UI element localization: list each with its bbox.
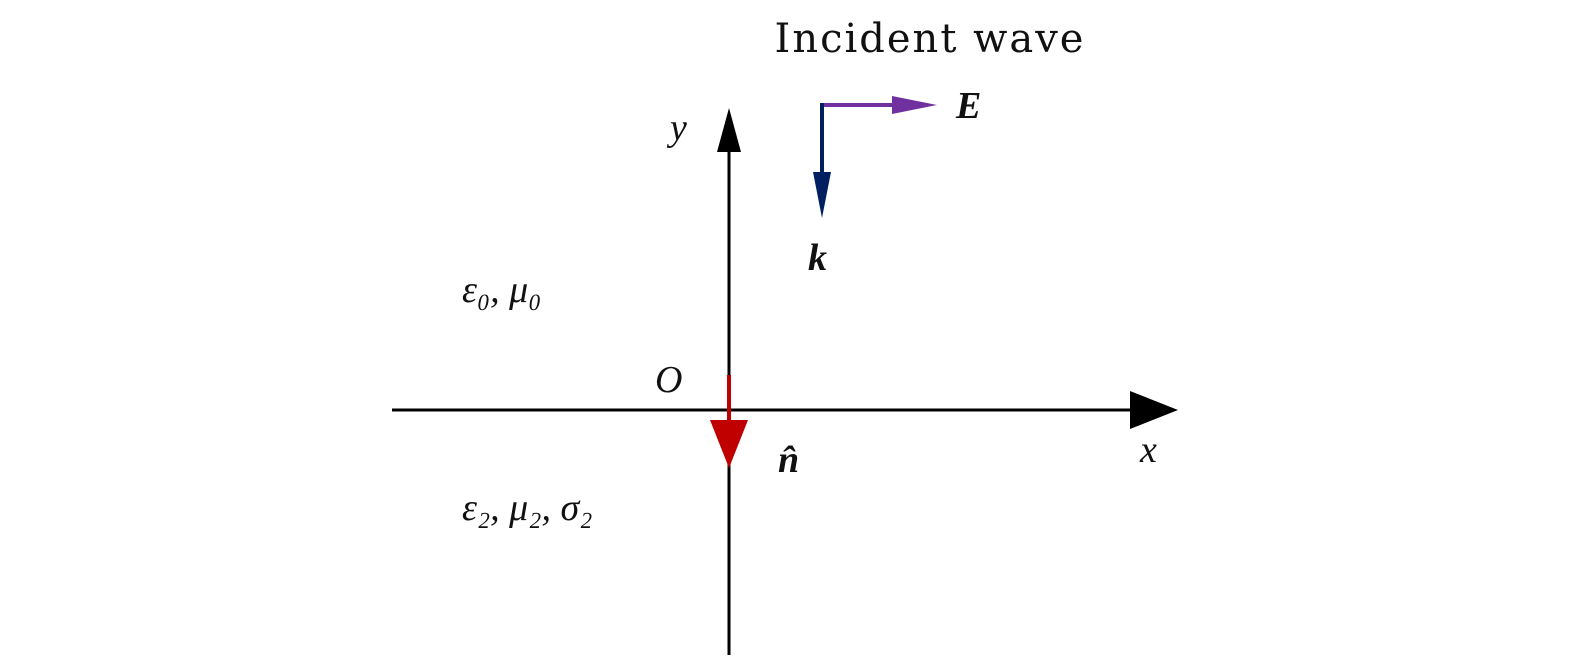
e-field-arrow — [822, 96, 937, 114]
normal-vector-arrow — [710, 375, 748, 468]
normal-label: n̂ — [778, 439, 799, 481]
upper-medium-label: ε₀, μ₀ — [462, 269, 541, 311]
e-label: E — [955, 85, 981, 127]
x-axis-label: x — [1139, 429, 1157, 471]
incident-wave-title: Incident wave — [775, 16, 1086, 62]
y-axis-arrowhead — [717, 108, 741, 152]
lower-medium-label: ε₂, μ₂, σ₂ — [462, 487, 592, 529]
x-axis-arrowhead — [1130, 391, 1178, 429]
y-axis-label: y — [666, 107, 687, 149]
origin-label: O — [655, 359, 682, 401]
wave-vector-arrow — [813, 103, 831, 218]
k-label: k — [808, 237, 827, 279]
x-axis — [392, 391, 1178, 429]
